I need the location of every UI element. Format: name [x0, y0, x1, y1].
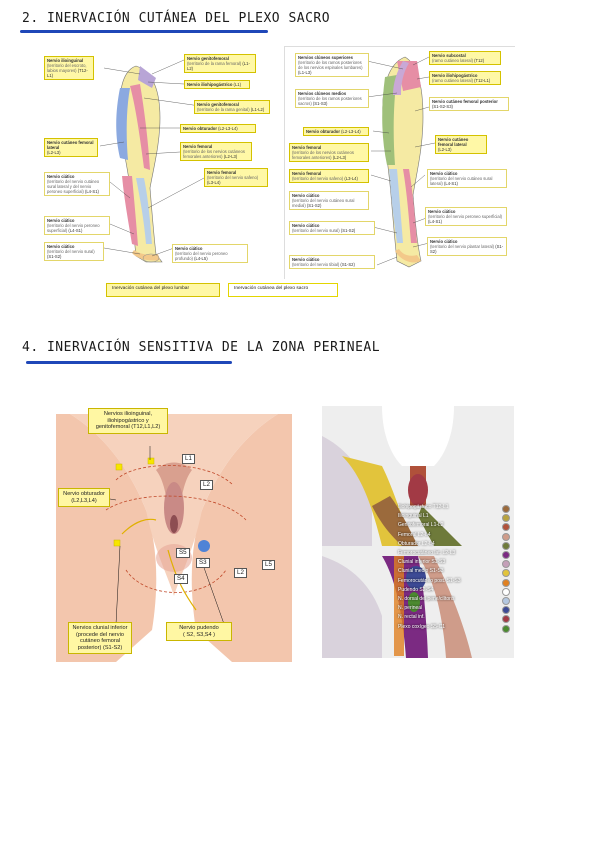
label-obturador-back: Nervio obturador (L2-L3-L4): [303, 127, 369, 136]
label-ciatico-d: Nervio ciático(territorio del nervio sur…: [289, 221, 375, 235]
segment-s3: S3: [196, 558, 210, 568]
section-2-underline: [20, 30, 268, 33]
section-4-title: 4. INERVACIÓN SENSITIVA DE LA ZONA PERIN…: [22, 340, 381, 355]
legend-color-swatch: [502, 606, 510, 615]
label-ciatico-a: Nervio ciático(territorio del nervio cut…: [427, 169, 507, 188]
legend-color-swatch: [502, 578, 510, 587]
legend-color-swatch: [502, 587, 510, 596]
legend-color-swatch: [502, 514, 510, 523]
label-cutaneo-posterior: Nervio cutáneo femoral posterior(S1-S2-S…: [429, 97, 509, 111]
segment-l1: L1: [182, 454, 195, 464]
label-ciatico-3: Nervio ciático(territorio del nervio sur…: [44, 242, 104, 261]
legend-row-label: Femoral L2-L4: [398, 531, 431, 538]
segment-s5: S5: [176, 548, 190, 558]
label-perineal-ilio: Nervios ilioinguinal, iliohipogástrico y…: [88, 408, 168, 434]
legend-row-label: N. perineal: [398, 605, 423, 612]
label-cutaneo-femoral-lateral: Nervio cutáneo femoral lateral(L2-L3): [44, 138, 98, 157]
legend-row-label: N. rectal inf.: [398, 614, 425, 621]
back-leg-illustration: [366, 56, 436, 268]
label-clunios-medios: Nervios clúneos medios(territorio de los…: [295, 89, 369, 108]
dermatome-map: [322, 406, 514, 658]
legend-color-swatch: [502, 551, 510, 559]
front-leg-illustration: [99, 59, 205, 263]
label-genitofemoral-top: Nervio genitofemoral(territorio de la ra…: [184, 54, 256, 73]
label-perineal-clunial: Nervios clunial inferior (procede del ne…: [68, 622, 132, 654]
legend-sacro: Inervación cutánea del plexo sacro: [228, 283, 338, 297]
label-femoral-safeno-back: Nervio femoral(territorio del nervio saf…: [289, 169, 369, 183]
label-ciatico-2: Nervio ciático(territorio del nervio per…: [44, 216, 110, 235]
label-ciatico-e: Nervio ciático(territorio del nervio pla…: [427, 237, 507, 256]
legend-lumbar: Inervación cutánea del plexo lumbar: [106, 283, 220, 297]
label-ciatico-b: Nervio ciático(territorio del nervio cut…: [289, 191, 369, 210]
label-safeno: Nervio femoral(territorio del nervio saf…: [204, 168, 268, 187]
label-femoral-back: Nervio femoral(territorio de los nervios…: [289, 143, 369, 162]
label-ciatico-f: Nervio ciático(territorio del nervio tib…: [289, 255, 375, 269]
label-clunios-superiores: Nervios clúneos superiores(territorio de…: [295, 53, 369, 77]
legend-row-label: Clunial inferior S1-S3: [398, 559, 446, 566]
label-iliohipogastrico-lat: Nervio iliohipogástrico(ramo cutáneo lat…: [429, 71, 501, 85]
back-leg-panel: Nervios clúneos superiores(territorio de…: [284, 46, 515, 279]
legend-row-label: Femorocutáneo post. S1-S3: [398, 577, 461, 584]
legend-color-swatch: [502, 597, 510, 605]
label-perineal-pudendo: Nervio pudendo( S2, S3,S4 ): [166, 622, 232, 641]
label-obturador: Nervio obturador (L2-L3-L4): [180, 124, 256, 133]
section-4-underline: [26, 361, 232, 364]
legend-row-label: Ilioinguinal L1: [398, 513, 429, 520]
legend-color-swatch: [502, 523, 510, 532]
legend-row-label: Iliohipogástrico T12-L1: [398, 504, 449, 510]
perineal-illustration: [56, 400, 292, 666]
label-iliohipogastrico: Nervio iliohipogástrico (L1): [184, 80, 250, 89]
section-2-title: 2. INERVACIÓN CUTÁNEA DEL PLEXO SACRO: [22, 11, 331, 26]
legend-color-swatch: [502, 624, 510, 633]
label-ciatico-c: Nervio ciático(territorio del nervio per…: [425, 207, 507, 226]
legend-color-swatch: [502, 505, 510, 513]
label-perineal-obturador: Nervio obturador(L2,L3,L4): [58, 488, 110, 507]
segment-l2-b: L2: [234, 568, 247, 578]
legend-row-label: N. dorsal del pene/clítoris: [398, 596, 455, 602]
legend-color-swatch: [502, 615, 510, 624]
legend-color-swatch: [502, 541, 510, 550]
legend-color-swatch: [502, 569, 510, 578]
label-femoral: Nervio femoral(territorio de los nervios…: [180, 142, 252, 161]
legend-row-label: Obturador L2-L4: [398, 540, 435, 547]
label-ciatico-1: Nervio ciático(territorio del nervio cut…: [44, 172, 110, 196]
label-ciatico-4: Nervio ciático(territorio del nervio per…: [172, 244, 248, 263]
label-subcostal: Nervio subcostal(ramo cutáneo lateral) (…: [429, 51, 501, 65]
segment-s4: S4: [174, 574, 188, 584]
legend-row-label: Pudendo S2-S4: [398, 586, 434, 593]
perineal-illustration-panel: Nervios ilioinguinal, iliohipogástrico y…: [56, 400, 292, 666]
label-ilioinguinal: Nervio ilioinguinal(territorio del escro…: [44, 56, 94, 80]
legend-row-label: Clunial medio S1-S3: [398, 568, 444, 575]
legend-row-label: Genitofemoral L1-L2: [398, 522, 444, 529]
legend-row-label: Femorocutáneo lat. L2-L3: [398, 550, 456, 556]
segment-l5: L5: [262, 560, 275, 570]
legend-color-swatch: [502, 560, 510, 569]
label-cutaneo-lateral-back: Nervio cutáneo femoral lateral(L2-L3): [435, 135, 487, 154]
front-leg-panel: Nervio ilioinguinal(territorio del escro…: [44, 48, 272, 278]
legend-row-label: Plexo coxígeo S5-C1: [398, 623, 445, 630]
label-genitofemoral: Nervio genitofemoral(territorio de la ra…: [194, 100, 270, 114]
segment-l2: L2: [200, 480, 213, 490]
legend-color-swatch: [502, 532, 510, 541]
